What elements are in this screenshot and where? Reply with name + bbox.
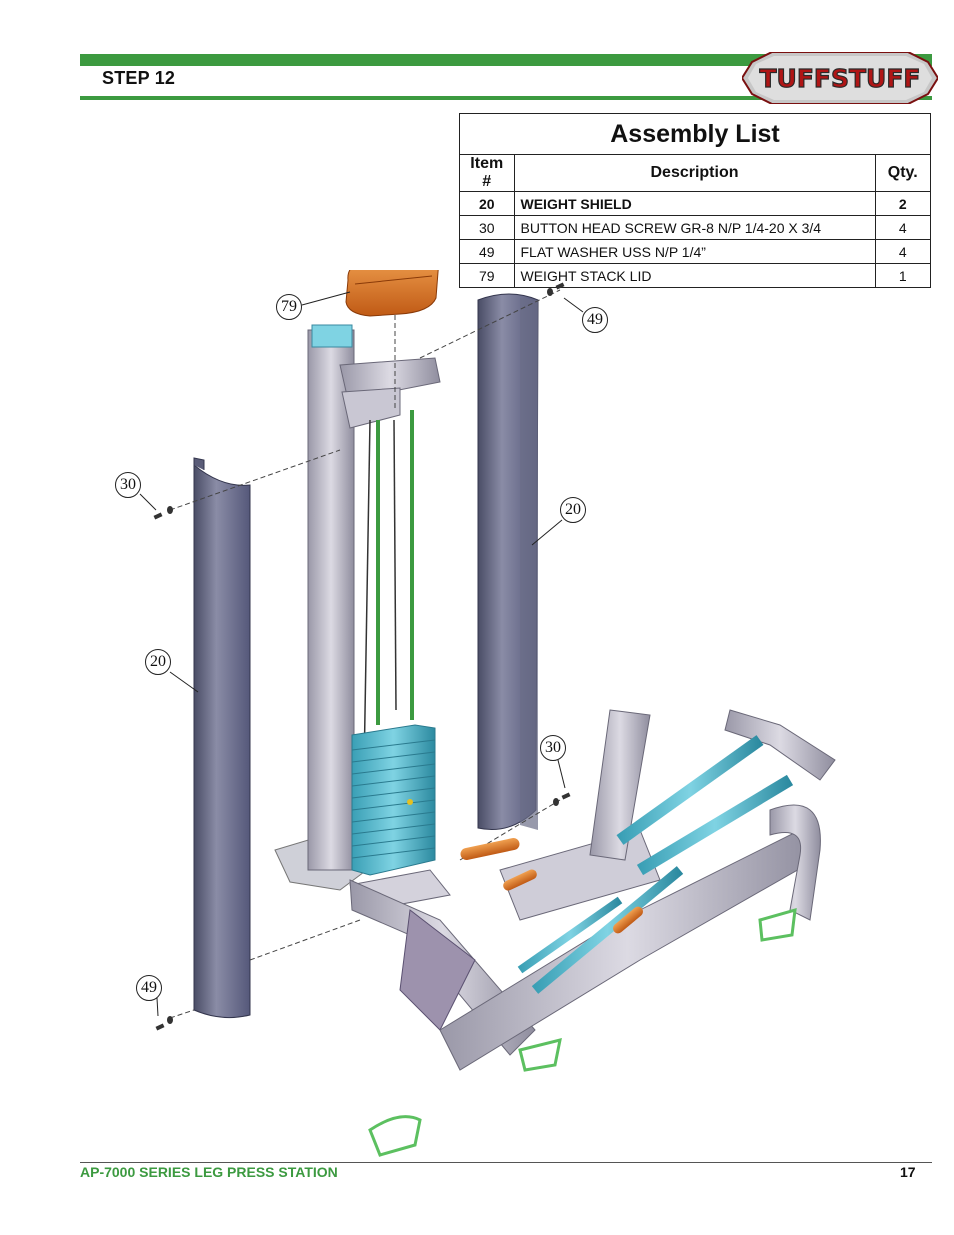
header-bottom-bar	[80, 96, 932, 100]
footer-divider	[80, 1162, 932, 1163]
column-header-description: Description	[513, 155, 876, 192]
weight-stack-lid	[345, 253, 439, 317]
item-description: WEIGHT STACK LID	[513, 263, 876, 287]
svg-text:TUFFSTUFF: TUFFSTUFF	[759, 64, 920, 93]
table-row: 49 FLAT WASHER USS N/P 1/4” 4	[460, 239, 930, 264]
callout-30-left: 30	[115, 472, 141, 498]
callout-20-right: 20	[560, 497, 586, 523]
callout-30-right: 30	[540, 735, 566, 761]
item-qty: 1	[874, 263, 930, 287]
item-qty: 4	[874, 239, 930, 264]
upright-column	[307, 329, 355, 871]
leg-press-exploded-drawing	[80, 253, 940, 1170]
column-header-qty: Qty.	[874, 155, 930, 192]
item-number: 49	[460, 239, 515, 264]
item-description: FLAT WASHER USS N/P 1/4”	[513, 239, 876, 264]
step-title: STEP 12	[102, 68, 176, 88]
item-description: BUTTON HEAD SCREW GR-8 N/P 1/4-20 X 3/4	[513, 215, 876, 240]
item-qty: 4	[874, 215, 930, 240]
top-crossbar	[339, 357, 441, 401]
weight-shield-left	[193, 457, 251, 1019]
callout-49-top: 49	[582, 307, 608, 333]
assembly-list-title: Assembly List	[460, 114, 930, 155]
weight-stack	[351, 724, 436, 876]
page-number: 17	[900, 1164, 916, 1180]
assembly-table: Item # Description Qty. 20 WEIGHT SHIELD…	[460, 155, 930, 287]
weight-shield-right	[477, 293, 539, 831]
footer-product-name: AP-7000 SERIES LEG PRESS STATION	[80, 1164, 338, 1180]
table-row: 20 WEIGHT SHIELD 2	[460, 191, 930, 216]
table-row: 79 WEIGHT STACK LID 1	[460, 263, 930, 287]
leg-press-frame	[349, 709, 836, 1157]
item-description: WEIGHT SHIELD	[513, 191, 876, 216]
table-header-row: Item # Description Qty.	[460, 155, 930, 192]
top-crossbar-bracket	[341, 387, 401, 429]
tuffstuff-logo: TUFFSTUFF	[740, 51, 940, 105]
column-header-item: Item #	[460, 155, 515, 192]
item-number: 30	[460, 215, 515, 240]
callout-79: 79	[276, 294, 302, 320]
item-qty: 2	[874, 191, 930, 216]
item-number: 20	[460, 191, 515, 216]
header-top-bar	[80, 54, 932, 66]
callout-20-left: 20	[145, 649, 171, 675]
upright-cap	[311, 324, 353, 348]
item-number: 79	[460, 263, 515, 287]
table-row: 30 BUTTON HEAD SCREW GR-8 N/P 1/4-20 X 3…	[460, 215, 930, 240]
callout-49-bottom: 49	[136, 975, 162, 1001]
assembly-list: Assembly List Item # Description Qty. 20…	[459, 113, 931, 288]
